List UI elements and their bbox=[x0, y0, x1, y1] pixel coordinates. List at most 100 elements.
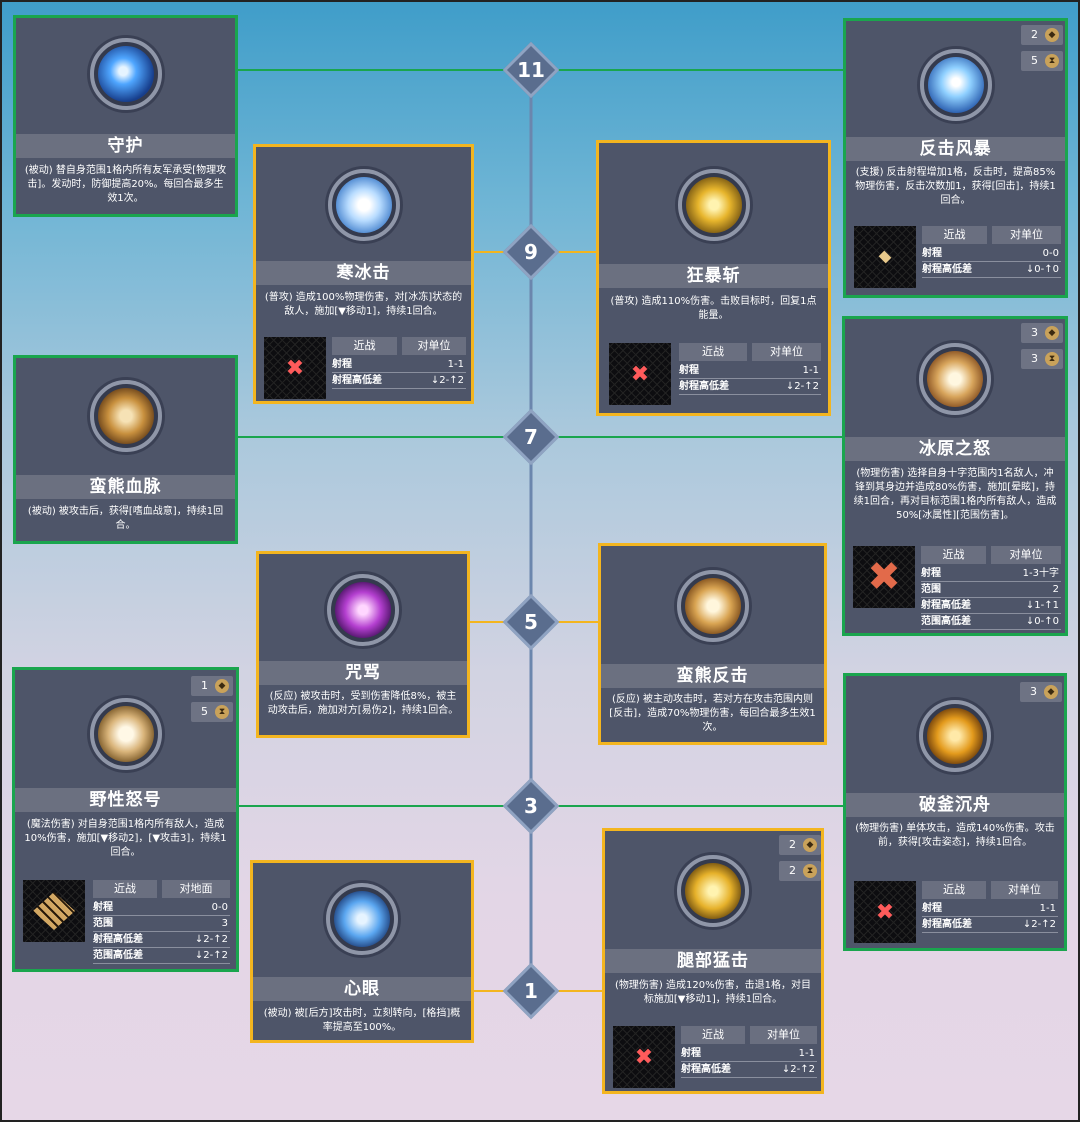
skill-desc: (普攻) 造成100%物理伤害，对[冰冻]状态的敌人，施加[▼移动1]，持续1回… bbox=[264, 292, 463, 317]
skill-icon-manxiongxuemai bbox=[80, 370, 172, 462]
tier-node-3: 3 bbox=[502, 777, 560, 835]
skill-icon-zhouma bbox=[317, 564, 409, 656]
skill-title: 冰原之怒 bbox=[845, 437, 1065, 461]
skill-title: 寒冰击 bbox=[256, 261, 471, 285]
tier-node-7: 7 bbox=[502, 408, 560, 466]
stat-tab-melee: 近战 bbox=[93, 880, 157, 898]
skill-title: 腿部猛击 bbox=[605, 949, 821, 973]
skill-desc: (支援) 反击射程增加1格，反击时，提高85%物理伤害，反击次数加1，获得[回击… bbox=[855, 167, 1056, 206]
stat-tab-melee: 近战 bbox=[679, 343, 747, 361]
range-diagram bbox=[854, 226, 916, 288]
skill-icon-yexingnuhao bbox=[80, 688, 172, 780]
hourglass-icon: ⧗ bbox=[803, 864, 817, 878]
hourglass-icon: ⧗ bbox=[215, 705, 229, 719]
tier-node-11: 11 bbox=[502, 41, 560, 99]
cooldown-badge: 3⧗ bbox=[1021, 349, 1063, 369]
skill-icon-manxiongfanji bbox=[667, 560, 759, 652]
hourglass-icon: ⧗ bbox=[1045, 54, 1059, 68]
tier-number: 11 bbox=[517, 58, 545, 82]
hourglass-icon: ⧗ bbox=[1045, 352, 1059, 366]
skill-title: 心眼 bbox=[253, 977, 471, 1001]
stat-tab-target: 对单位 bbox=[752, 343, 821, 361]
stat-tab-melee: 近战 bbox=[332, 337, 397, 355]
stat-tab-target: 对单位 bbox=[992, 226, 1061, 244]
skill-desc: (被动) 替自身范围1格内所有友军承受[物理攻击]。发动时，防御提高20%。每回… bbox=[24, 165, 227, 204]
tier-number: 1 bbox=[524, 979, 538, 1003]
stat-tab-melee: 近战 bbox=[922, 881, 986, 899]
tier-node-5: 5 bbox=[502, 593, 560, 651]
skill-icon-xinyan bbox=[316, 873, 408, 965]
skill-card-kuangbaozhan[interactable]: 狂暴斩 (普攻) 造成110%伤害。击败目标时，回复1点能量。 ✖ 近战 对单位… bbox=[596, 140, 831, 416]
range-diagram: ✖ bbox=[264, 337, 326, 399]
stat-tab-target: 对地面 bbox=[162, 880, 230, 898]
skill-icon-kuangbaozhan bbox=[668, 159, 760, 251]
skill-card-tuibumengji[interactable]: 2◆ 2⧗ 腿部猛击 (物理伤害) 造成120%伤害，击退1格，对目标施加[▼移… bbox=[602, 828, 824, 1094]
stat-row: 射程高低差↓2-↑2 bbox=[922, 917, 1058, 933]
cost-badge: 1◆ bbox=[191, 676, 233, 696]
skill-card-yexingnuhao[interactable]: 1◆ 5⧗ 野性怒号 (魔法伤害) 对自身范围1格内所有敌人，造成10%伤害，施… bbox=[12, 667, 239, 972]
cost-badge: 2◆ bbox=[779, 835, 821, 855]
stat-tab-target: 对单位 bbox=[991, 546, 1061, 564]
skill-card-pofuchenzhou[interactable]: 3◆ 破釜沉舟 (物理伤害) 单体攻击，造成140%伤害。攻击前，获得[攻击姿态… bbox=[843, 673, 1067, 951]
stat-tab-target: 对单位 bbox=[750, 1026, 817, 1044]
tier-node-1: 1 bbox=[502, 962, 560, 1020]
skill-card-hanbingji[interactable]: 寒冰击 (普攻) 造成100%物理伤害，对[冰冻]状态的敌人，施加[▼移动1]，… bbox=[253, 144, 474, 404]
skill-title: 咒骂 bbox=[259, 661, 467, 685]
energy-icon: ◆ bbox=[1045, 28, 1059, 42]
skill-card-manxiongfanji[interactable]: 蛮熊反击 (反应) 被主动攻击时，若对方在攻击范围内则[反击]，造成70%物理伤… bbox=[598, 543, 827, 745]
skill-desc: (魔法伤害) 对自身范围1格内所有敌人，造成10%伤害，施加[▼移动2]，[▼攻… bbox=[24, 819, 227, 858]
stat-tab-melee: 近战 bbox=[921, 546, 986, 564]
skill-icon-shouhu bbox=[80, 28, 172, 120]
skill-icon-fanjifengbao bbox=[910, 39, 1002, 131]
skill-card-shouhu[interactable]: 守护 (被动) 替自身范围1格内所有友军承受[物理攻击]。发动时，防御提高20%… bbox=[13, 15, 238, 217]
stat-row: 射程高低差↓2-↑2 bbox=[93, 932, 230, 948]
cooldown-badge: 2⧗ bbox=[779, 861, 821, 881]
skill-title: 野性怒号 bbox=[15, 788, 236, 812]
skill-desc: (反应) 被主动攻击时，若对方在攻击范围内则[反击]，造成70%物理伤害，每回合… bbox=[609, 694, 816, 733]
stat-row: 射程高低差↓2-↑2 bbox=[679, 379, 821, 395]
skill-title: 蛮熊反击 bbox=[601, 664, 824, 688]
skill-desc: (物理伤害) 单体攻击，造成140%伤害。攻击前，获得[攻击姿态]，持续1回合。 bbox=[855, 823, 1055, 848]
stat-row: 射程高低差↓2-↑2 bbox=[332, 373, 466, 389]
stat-tab-melee: 近战 bbox=[681, 1026, 745, 1044]
tier-number: 7 bbox=[524, 425, 538, 449]
cooldown-badge: 5⧗ bbox=[191, 702, 233, 722]
cost-badge: 3◆ bbox=[1021, 323, 1063, 343]
cost-badge: 2◆ bbox=[1021, 25, 1063, 45]
skill-icon-hanbingji bbox=[318, 159, 410, 251]
range-diagram: ✖ bbox=[853, 546, 915, 608]
tier-number: 5 bbox=[524, 610, 538, 634]
stat-row: 范围高低差↓0-↑0 bbox=[921, 614, 1061, 630]
skill-title: 反击风暴 bbox=[846, 137, 1065, 161]
stat-tab-target: 对单位 bbox=[991, 881, 1058, 899]
skill-desc: (普攻) 造成110%伤害。击败目标时，回复1点能量。 bbox=[610, 296, 817, 321]
energy-icon: ◆ bbox=[215, 679, 229, 693]
skill-card-bingyuanzhinu[interactable]: 3◆ 3⧗ 冰原之怒 (物理伤害) 选择自身十字范围内1名敌人，冲锋到其身边并造… bbox=[842, 316, 1068, 636]
skill-card-zhouma[interactable]: 咒骂 (反应) 被攻击时，受到伤害降低8%，被主动攻击后，施加对方[易伤2]，持… bbox=[256, 551, 470, 738]
skill-icon-tuibumengji bbox=[667, 845, 759, 937]
skill-card-xinyan[interactable]: 心眼 (被动) 被[后方]攻击时，立刻转向，[格挡]概率提高至100%。 bbox=[250, 860, 474, 1043]
skill-desc: (被动) 被攻击后，获得[嗜血战意]，持续1回合。 bbox=[27, 506, 224, 531]
stat-tab-target: 对单位 bbox=[402, 337, 466, 355]
skill-card-fanjifengbao[interactable]: 2◆ 5⧗ 反击风暴 (支援) 反击射程增加1格，反击时，提高85%物理伤害，反… bbox=[843, 18, 1068, 298]
tier-number: 3 bbox=[524, 794, 538, 818]
range-diagram: ✖ bbox=[609, 343, 671, 405]
skill-card-manxiongxuemai[interactable]: 蛮熊血脉 (被动) 被攻击后，获得[嗜血战意]，持续1回合。 bbox=[13, 355, 238, 544]
skill-desc: (物理伤害) 造成120%伤害，击退1格，对目标施加[▼移动1]，持续1回合。 bbox=[615, 980, 811, 1005]
